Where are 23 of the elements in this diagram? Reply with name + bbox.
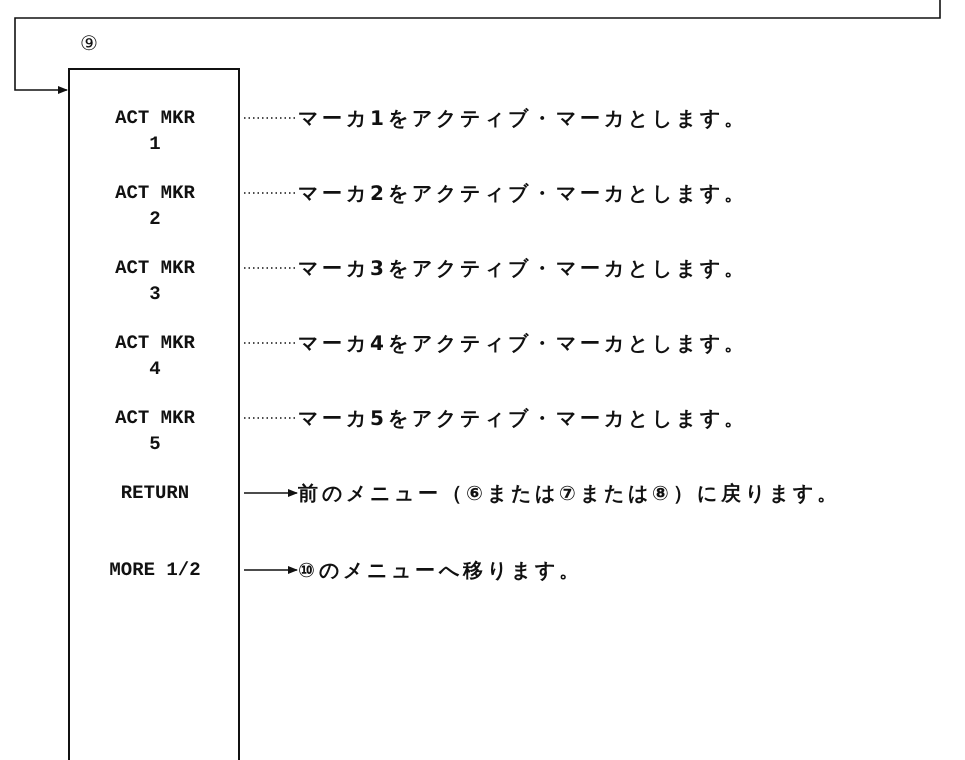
softkey-label: MORE 1/2 <box>109 558 201 583</box>
description-text: マーカ5をアクティブ・マーカとします。 <box>298 406 748 430</box>
description-text: 前のメニュー（⑥または⑦または⑧）に戻ります。 <box>298 481 841 505</box>
softkey-label: RETURN <box>120 481 190 506</box>
description-text: マーカ4をアクティブ・マーカとします。 <box>298 331 748 355</box>
description-text: マーカ3をアクティブ・マーカとします。 <box>298 256 748 280</box>
menu-number: ⑨ <box>80 30 98 56</box>
leader-line <box>244 267 297 269</box>
arrow <box>244 489 298 497</box>
leader-line <box>244 417 297 419</box>
arrow <box>244 566 298 574</box>
softkey-label: ACT MKR 1 <box>114 106 196 157</box>
description-text: マーカ2をアクティブ・マーカとします。 <box>298 181 748 205</box>
arrow <box>14 0 941 94</box>
leader-line <box>244 342 297 344</box>
leader-line <box>244 117 297 119</box>
softkey-label: ACT MKR 3 <box>114 256 196 307</box>
softkey-label: ACT MKR 2 <box>114 181 196 232</box>
softkey-label: ACT MKR 5 <box>114 406 196 457</box>
description-text: ⑩のメニューへ移ります。 <box>298 558 583 582</box>
description-text: マーカ1をアクティブ・マーカとします。 <box>298 106 748 130</box>
softkey-label: ACT MKR 4 <box>114 331 196 382</box>
leader-line <box>244 192 297 194</box>
